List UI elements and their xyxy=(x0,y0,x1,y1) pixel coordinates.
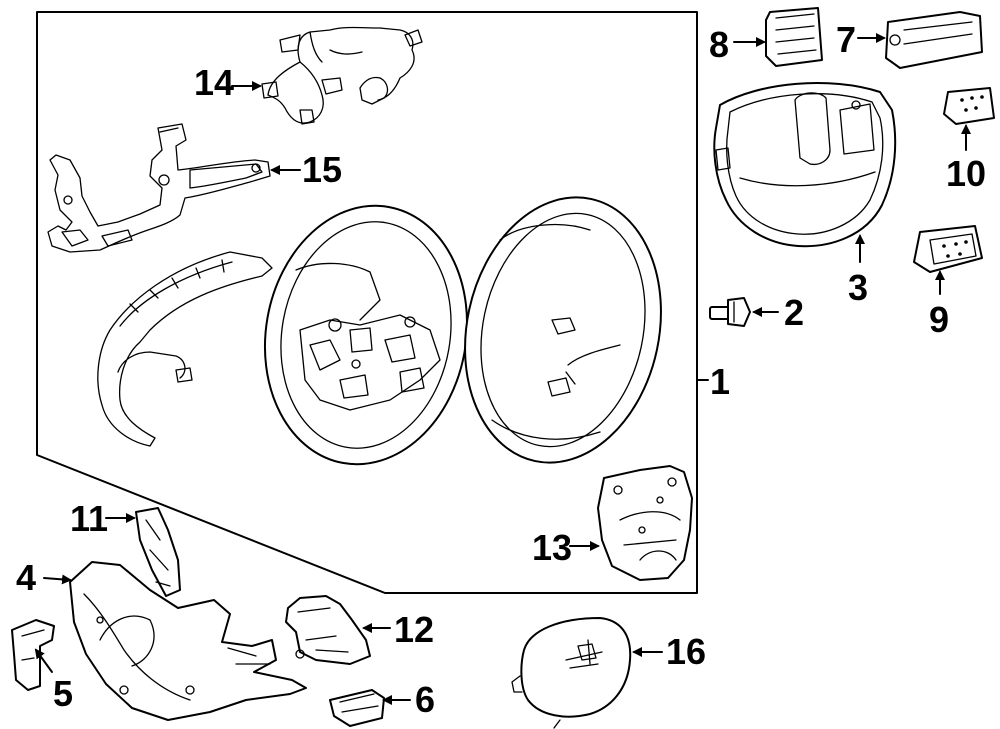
clip-part[interactable] xyxy=(11,619,55,691)
callout-12: 12 xyxy=(394,609,434,650)
callout-3: 3 xyxy=(848,267,868,308)
airbag-module-part[interactable] xyxy=(511,617,632,729)
callout-9: 9 xyxy=(929,299,949,340)
clock-spring-ribbon-part[interactable] xyxy=(97,251,273,447)
callout-15: 15 xyxy=(302,149,342,190)
callout-7: 7 xyxy=(836,19,856,60)
callout-8: 8 xyxy=(709,24,729,65)
switch-part-8[interactable] xyxy=(765,7,823,67)
switch-part-11[interactable] xyxy=(135,507,181,597)
callout-labels: 1 2 3 4 5 6 7 8 9 10 11 12 13 14 15 16 xyxy=(16,19,986,720)
leader-4 xyxy=(43,574,72,585)
clip-part-6[interactable] xyxy=(329,689,385,727)
callout-11: 11 xyxy=(70,498,108,539)
callout-5: 5 xyxy=(53,673,73,714)
callout-13: 13 xyxy=(532,527,572,568)
assembly-frame xyxy=(36,11,698,594)
switch-part-7[interactable] xyxy=(885,11,983,69)
bracket-part-12[interactable] xyxy=(285,595,371,665)
switch-part-10[interactable] xyxy=(943,87,995,125)
leader-arrows xyxy=(34,33,971,705)
callout-4: 4 xyxy=(16,557,36,598)
callout-6: 6 xyxy=(415,679,435,720)
callout-2: 2 xyxy=(784,292,804,333)
callout-1: 1 xyxy=(710,361,730,402)
steering-wheel-front-part[interactable] xyxy=(441,179,685,481)
switch-part-9[interactable] xyxy=(913,225,983,273)
rear-cover-part[interactable] xyxy=(713,82,897,248)
leader-5 xyxy=(34,648,53,673)
steering-wheel-rear-part[interactable] xyxy=(245,190,487,481)
lower-trim-cover-part[interactable] xyxy=(69,561,307,721)
callout-14: 14 xyxy=(194,62,234,103)
callout-16: 16 xyxy=(666,631,706,672)
callout-10: 10 xyxy=(946,153,986,194)
wire-harness-part[interactable] xyxy=(261,26,423,125)
bolt-part[interactable] xyxy=(709,297,751,327)
switch-bracket-part[interactable] xyxy=(47,123,271,253)
control-module-part[interactable] xyxy=(597,465,693,581)
